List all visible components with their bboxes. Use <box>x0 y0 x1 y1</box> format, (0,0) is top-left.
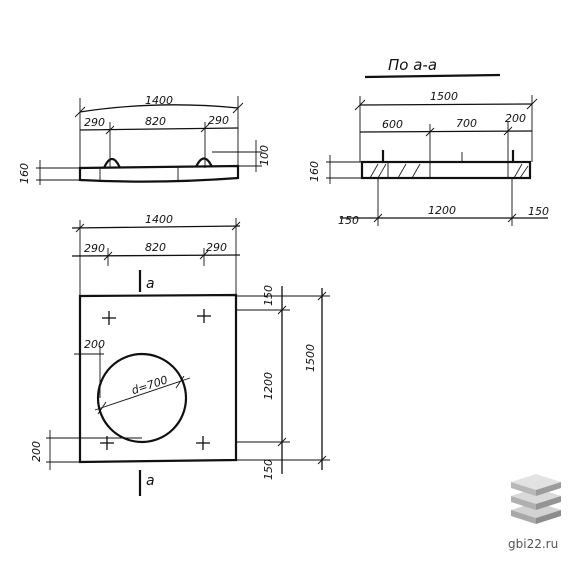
plan-left-label: 290 <box>84 242 105 255</box>
loop-mark-bottom-right <box>196 436 210 450</box>
plan-middle-label: 820 <box>145 241 166 254</box>
plan-right-mid-label: 1200 <box>262 372 275 400</box>
section-thickness-label: 160 <box>308 161 321 182</box>
hole-offset-y-label: 200 <box>30 441 43 462</box>
section-bottom-right-label: 150 <box>528 205 549 218</box>
section-bottom-mid-label: 1200 <box>428 204 456 217</box>
front-overall-label: 1400 <box>145 94 173 107</box>
plan-right-top-label: 150 <box>262 285 275 306</box>
plan-overall-label: 1400 <box>145 213 173 226</box>
section-title: По а-а <box>388 56 437 74</box>
section-seg-a-label: 600 <box>382 118 403 131</box>
front-overall-dim-line <box>79 104 239 113</box>
plan-right-overall-label: 1500 <box>304 344 317 372</box>
loop-mark-top-left <box>102 311 116 325</box>
loop-mark-top-right <box>197 309 211 323</box>
cut-label-bottom: а <box>146 473 155 489</box>
cut-label-top: а <box>146 276 155 292</box>
front-slab-body <box>78 164 240 183</box>
plan-right-bottom-label: 150 <box>262 459 275 480</box>
section-slab-body <box>360 160 532 180</box>
front-loop-height-label: 100 <box>258 145 271 166</box>
section-seg-c-label: 200 <box>505 112 526 125</box>
front-loop-left <box>102 157 122 169</box>
front-view: 1400 290 820 290 160 100 <box>18 94 271 185</box>
front-middle-label: 820 <box>145 115 166 128</box>
front-right-label: 290 <box>208 114 229 127</box>
section-view: По а-а 1500 600 700 200 <box>308 56 549 227</box>
section-overall-label: 1500 <box>430 90 458 103</box>
hole-diameter-label: d=700 <box>130 373 169 397</box>
stacked-slabs-logo-icon <box>511 474 561 524</box>
plan-view: 1400 290 820 290 а а <box>30 213 330 496</box>
hole-offset-x-label: 200 <box>84 338 105 351</box>
plan-right-label: 290 <box>206 241 227 254</box>
section-seg-b-label: 700 <box>456 117 477 130</box>
section-bottom-left-label: 150 <box>338 214 359 227</box>
front-thickness-label: 160 <box>18 163 31 184</box>
front-loop-right <box>195 157 213 168</box>
plan-round-hole <box>96 352 188 444</box>
section-title-underline <box>364 73 501 79</box>
front-left-label: 290 <box>84 116 105 129</box>
watermark-site-label: gbi22.ru <box>508 537 559 551</box>
